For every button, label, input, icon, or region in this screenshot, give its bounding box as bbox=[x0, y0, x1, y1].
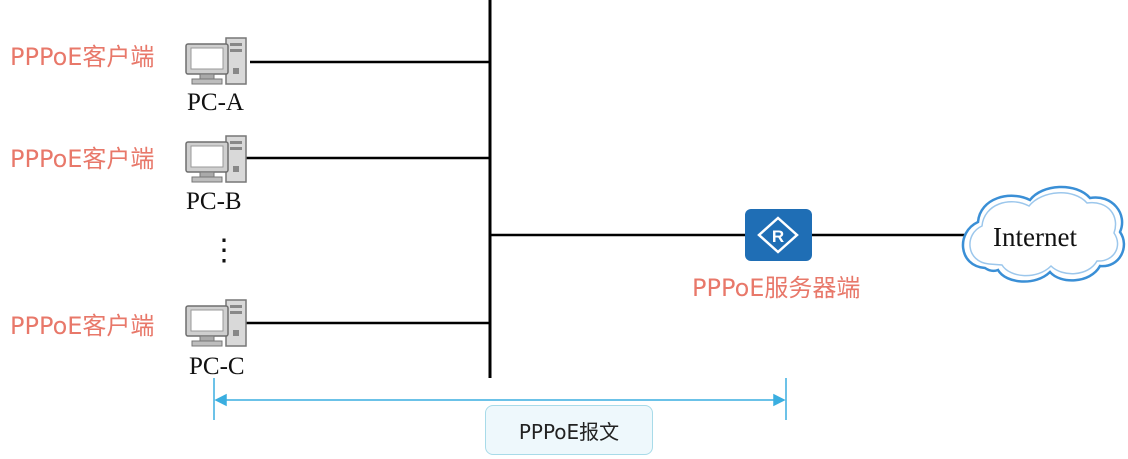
packet-label: PPPoE报文 bbox=[518, 419, 620, 444]
pc-b-icon bbox=[185, 135, 247, 183]
pc-name-b: PC-B bbox=[186, 188, 242, 215]
pc-name-a: PC-A bbox=[187, 89, 244, 116]
client-label-c: PPPoE客户端 bbox=[10, 312, 155, 340]
client-label-a: PPPoE客户端 bbox=[10, 43, 155, 71]
internet-label: Internet bbox=[993, 222, 1077, 252]
router-icon: R bbox=[745, 209, 812, 261]
cloud-icon bbox=[961, 185, 1126, 283]
server-label: PPPoE服务器端 bbox=[692, 274, 861, 302]
svg-text:R: R bbox=[772, 227, 784, 246]
packet-label-box: PPPoE报文 bbox=[485, 405, 653, 455]
pc-a-icon bbox=[185, 37, 247, 85]
pc-name-c: PC-C bbox=[189, 353, 245, 380]
client-label-b: PPPoE客户端 bbox=[10, 145, 155, 173]
pc-c-icon bbox=[185, 299, 247, 347]
cloud-inner-outline bbox=[969, 192, 1119, 277]
packet-range-bracket bbox=[213, 378, 787, 420]
ellipsis: ⋮ bbox=[209, 234, 239, 267]
